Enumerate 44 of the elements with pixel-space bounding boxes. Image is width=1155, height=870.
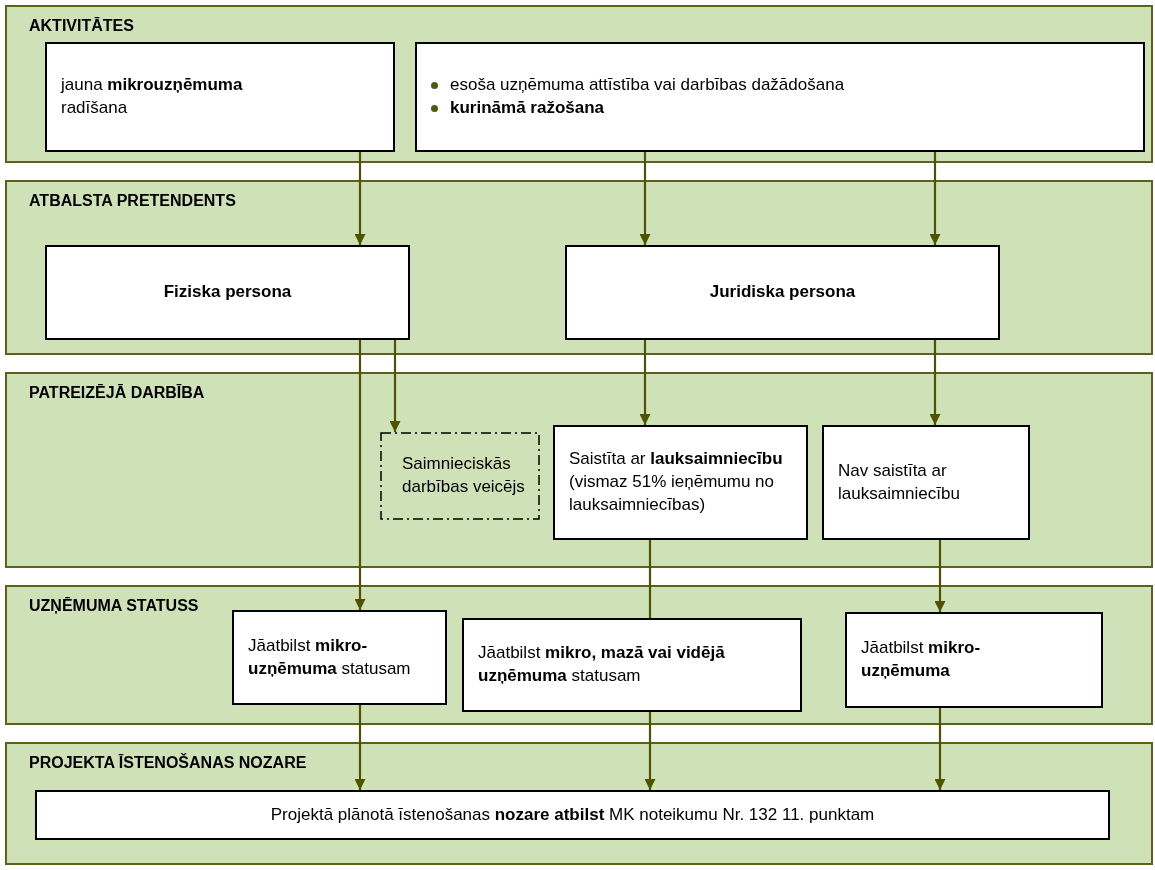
- arrow: [644, 712, 656, 790]
- arrow: [934, 708, 946, 790]
- arrow: [934, 540, 946, 612]
- arrow: [639, 152, 651, 245]
- section-heading: AKTIVITĀTES: [29, 17, 134, 35]
- box-text: Jāatbilst mikro, mazā vai vidējā uzņēmuma statusam: [478, 642, 726, 687]
- box-text: esoša uzņēmuma attīstība vai darbības dažādošana: [450, 74, 845, 97]
- process-box: [380, 432, 540, 520]
- section-band: [5, 180, 1153, 355]
- arrow: [354, 705, 366, 790]
- section-heading: PROJEKTA ĪSTENOŠANAS NOZARE: [29, 754, 307, 772]
- process-box: [35, 790, 1110, 840]
- process-box: [845, 612, 1103, 708]
- box-text: kurināmā ražošana: [450, 97, 604, 119]
- section-band: [5, 372, 1153, 568]
- box-text: Nav saistīta ar lauksaimniecību: [838, 459, 961, 505]
- arrow: [354, 340, 366, 610]
- section-band: [5, 5, 1153, 163]
- process-box: [232, 610, 447, 705]
- section-band: [5, 742, 1153, 865]
- box-text: Juridiska persona: [709, 281, 856, 304]
- box-text: Jāatbilst mikro-uzņēmuma: [861, 637, 982, 682]
- arrow: [929, 152, 941, 245]
- box-text: Fiziska persona: [163, 281, 292, 304]
- section-heading: PATREIZĒJĀ DARBĪBA: [29, 384, 205, 402]
- arrow: [354, 152, 366, 245]
- box-text: jauna mikrouzņēmuma radīšana: [61, 74, 244, 119]
- box-text: Jāatbilst mikro-uzņēmuma statusam: [248, 634, 412, 680]
- box-text: Saistīta ar lauksaimniecību (vismaz 51% ieņēmumu no lauksaimniecības): [569, 448, 784, 516]
- process-box: [822, 425, 1030, 540]
- section-heading: UZŅĒMUMA STATUSS: [29, 597, 199, 615]
- arrow: [389, 340, 401, 432]
- section-heading: ATBALSTA PRETENDENTS: [29, 192, 236, 210]
- process-box: [553, 425, 808, 540]
- section-band: [5, 585, 1153, 725]
- box-text: Saimnieciskās darbības veicējs: [402, 453, 526, 498]
- process-box: [462, 618, 802, 712]
- process-box: [415, 42, 1145, 152]
- process-box: [45, 245, 410, 340]
- arrow: [929, 340, 941, 425]
- process-box: [45, 42, 395, 152]
- process-box: [565, 245, 1000, 340]
- box-text: Projektā plānotā īstenošanas nozare atbilst MK noteikumu Nr. 132 11. punktam: [270, 803, 875, 826]
- arrow: [639, 340, 651, 425]
